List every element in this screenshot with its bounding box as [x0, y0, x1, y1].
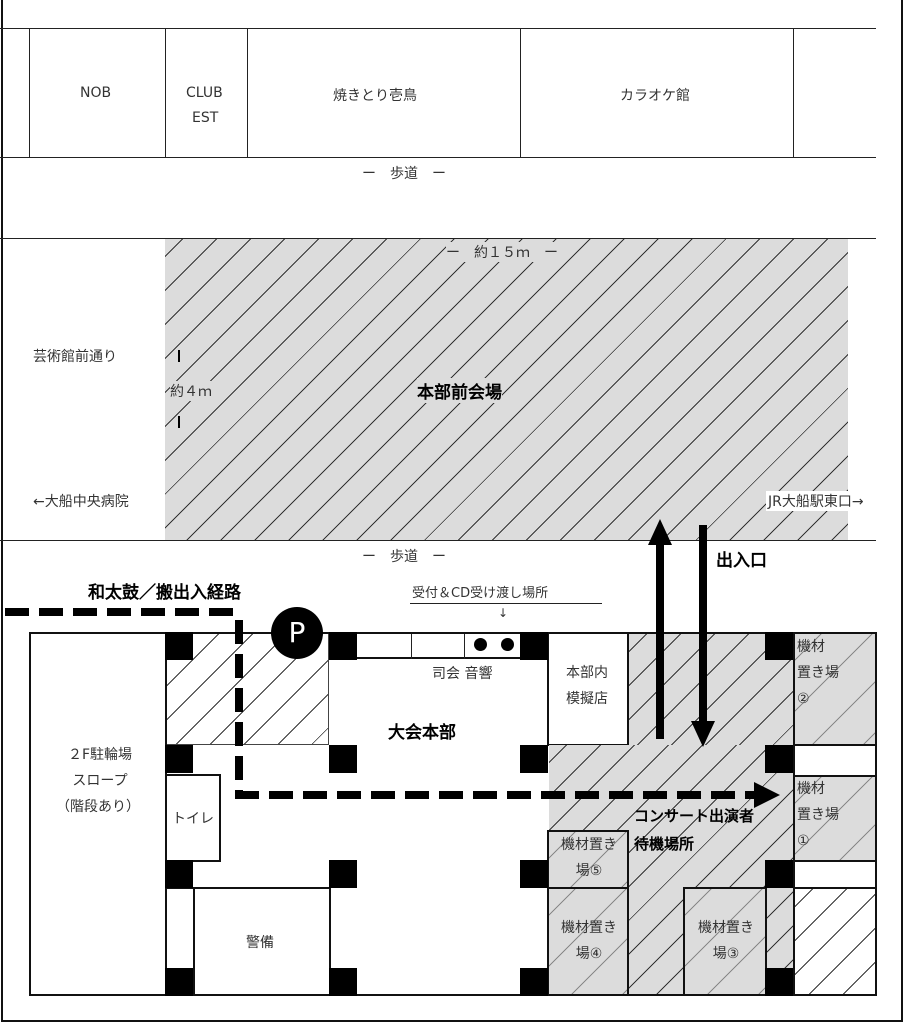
bike-parking-label: ２F駐輪場 スロープ （階段あり） — [56, 742, 140, 820]
hospital-direction: ←大船中央病院 — [33, 494, 129, 510]
route-dashed-line — [5, 608, 243, 616]
sidewalk-bottom-label: ー 歩道 ー — [362, 549, 446, 565]
pillar — [329, 968, 357, 996]
shop-yakitori: 焼きとり壱鳥 — [333, 88, 417, 104]
route-arrowhead-icon — [754, 782, 780, 808]
mc-sound-desk — [357, 634, 520, 659]
pillar — [765, 968, 793, 996]
reception-arrow: ↓ — [498, 606, 509, 620]
width-label: ー 約１５ｍ ー — [446, 242, 558, 262]
small-room — [165, 887, 195, 970]
route-dashed-line — [235, 620, 243, 798]
bike-line: スロープ — [72, 773, 128, 789]
storage-2 — [793, 632, 877, 746]
hatched-area — [793, 887, 877, 996]
storage-4-label: 機材置き 場④ — [556, 915, 622, 967]
bike-line: ２F駐輪場 — [67, 747, 133, 763]
bike-line: （階段あり） — [56, 799, 140, 815]
storage-line: 場⑤ — [575, 863, 603, 879]
sidewalk-top-label: ー 歩道 ー — [362, 166, 446, 182]
street-top-line — [0, 238, 876, 239]
divider — [520, 28, 521, 158]
waiting-label-line2: 待機場所 — [634, 835, 695, 853]
entrance-arrows-icon — [648, 519, 715, 747]
reception-underline — [410, 603, 602, 604]
front-venue-area — [165, 239, 848, 540]
shop-club-est-line2: EST — [192, 110, 219, 126]
route-dashed-line — [235, 791, 760, 799]
pillar — [520, 745, 548, 773]
depth-tick — [178, 416, 180, 428]
security-box — [193, 887, 331, 996]
storage-line: 置き場 — [797, 807, 839, 823]
pillar — [329, 745, 357, 773]
pillar — [329, 860, 357, 888]
divider — [29, 28, 30, 158]
pillar — [165, 632, 193, 660]
storage-line: 場③ — [712, 946, 740, 962]
depth-tick — [178, 350, 180, 362]
divider — [165, 28, 166, 158]
white-strip — [793, 744, 877, 777]
street-bottom-line — [0, 540, 876, 541]
divider — [247, 28, 248, 158]
storage-line: 機材置き — [561, 837, 617, 853]
storage-5-label: 機材置き 場⑤ — [556, 832, 622, 884]
front-venue-label: 本部前会場 — [417, 378, 502, 403]
divider — [464, 634, 465, 659]
storage-3 — [683, 887, 767, 996]
depth-label: 約４ｍ — [170, 381, 212, 401]
storage-line: 機材置き — [561, 920, 617, 936]
shops-top-line — [0, 28, 876, 29]
speaker-icon — [474, 638, 487, 651]
pillar — [520, 860, 548, 888]
storage-line: 機材 — [797, 639, 825, 655]
waiting-label-line1: コンサート出演者 — [634, 807, 755, 825]
route-label: 和太鼓／搬出入経路 — [88, 583, 241, 603]
toilet-label: トイレ — [172, 811, 214, 827]
shop-club-est-line1: CLUB — [186, 85, 223, 101]
pillar — [520, 632, 548, 660]
shops-bottom-line — [0, 157, 876, 158]
divider — [411, 634, 412, 659]
stall-line: 模擬店 — [566, 691, 608, 707]
storage-line: 機材置き — [698, 920, 754, 936]
pillar — [165, 860, 193, 888]
storage-1-label: 機材 置き場 ① — [797, 776, 839, 854]
white-strip — [793, 860, 877, 889]
storage-4 — [547, 887, 629, 996]
storage-line: ① — [797, 833, 810, 849]
storage-line: 機材 — [797, 781, 825, 797]
storage-2-label: 機材 置き場 ② — [797, 634, 839, 712]
pillar — [165, 745, 193, 773]
speaker-icon — [501, 638, 514, 651]
toilet-box — [165, 774, 221, 862]
shop-karaoke: カラオケ館 — [620, 88, 690, 104]
mc-sound-label: 司会 音響 — [432, 666, 493, 682]
pillar — [329, 632, 357, 660]
divider — [793, 28, 794, 158]
storage-5 — [547, 830, 629, 889]
security-label: 警備 — [246, 935, 274, 951]
storage-line: 置き場 — [797, 665, 839, 681]
entrance-label: 出入口 — [716, 551, 767, 571]
hq-label: 大会本部 — [388, 723, 456, 743]
storage-1 — [793, 775, 877, 862]
pillar — [165, 968, 193, 996]
storage-line: 場④ — [575, 946, 603, 962]
pillar — [765, 632, 793, 660]
pillar — [520, 968, 548, 996]
pillar — [765, 860, 793, 888]
street-name: 芸術館前通り — [33, 349, 117, 365]
stall-line: 本部内 — [566, 665, 608, 681]
stall-label: 本部内 模擬店 — [566, 660, 608, 712]
parking-icon: P — [271, 607, 323, 659]
station-direction: JR大船駅東口→ — [766, 491, 866, 511]
storage-3-label: 機材置き 場③ — [692, 915, 760, 967]
pillar — [765, 745, 793, 773]
storage-line: ② — [797, 691, 810, 707]
shop-nob: NOB — [80, 85, 112, 101]
reception-label: 受付＆CD受け渡し場所 — [412, 586, 549, 601]
